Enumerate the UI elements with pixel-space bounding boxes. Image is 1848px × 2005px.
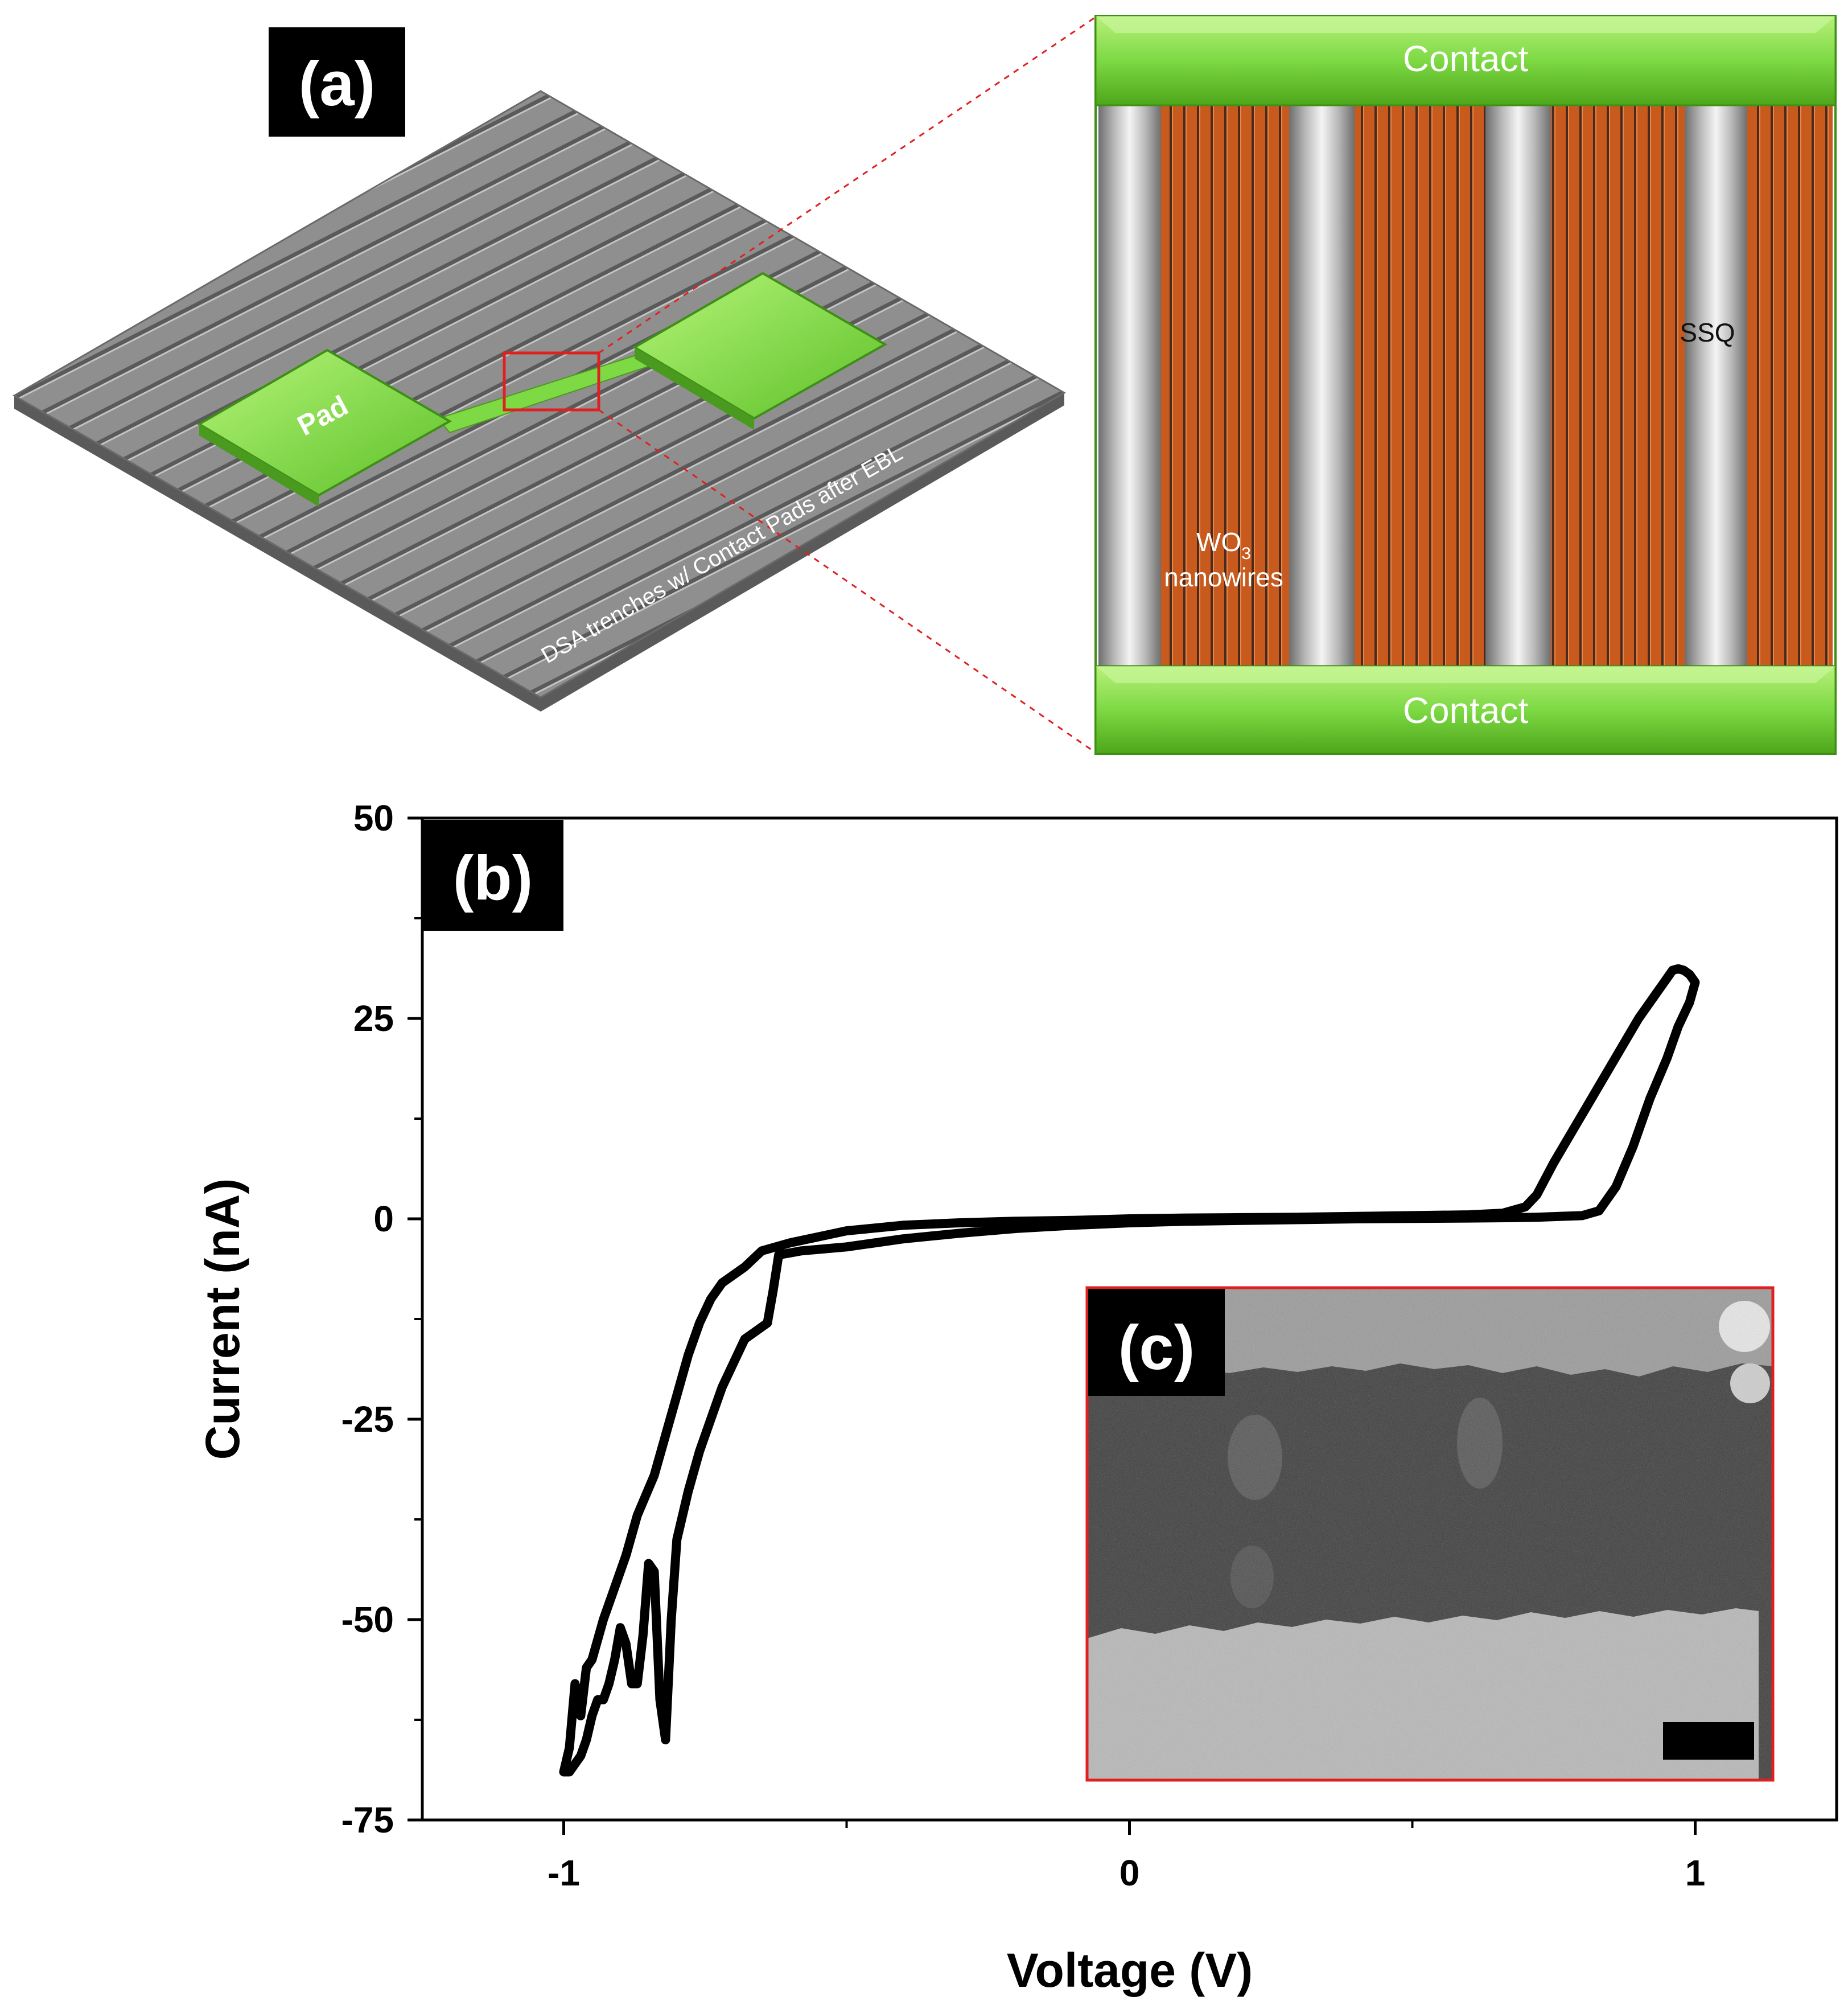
contact-bottom-label: Contact	[1403, 690, 1529, 731]
nanowire-band-4	[1747, 105, 1833, 666]
left-pad-edge	[199, 424, 319, 507]
x-tick-label: -1	[548, 1852, 580, 1893]
panel-a: Pad DSA trenches w/ Contact Pads after E…	[12, 16, 1096, 754]
panel-c-sem-inset: (c)	[1085, 1286, 1775, 1782]
y-tick-label: -50	[341, 1599, 394, 1640]
nanowire-band-3	[1551, 105, 1685, 666]
zoom-line-bottom	[598, 409, 1096, 754]
y-tick-label: -25	[341, 1399, 394, 1440]
panel-c-label: (c)	[1118, 1313, 1195, 1383]
wo3-line2: nanowires	[1164, 562, 1283, 592]
y-tick-label: 50	[353, 798, 394, 839]
right-pad-edge	[635, 347, 754, 430]
nanowire-band-2	[1355, 105, 1485, 666]
right-pad	[632, 272, 888, 420]
contact-bottom-bevel	[1096, 666, 1835, 683]
wo3-sub: 3	[1241, 544, 1251, 563]
contact-top-label: Contact	[1403, 38, 1529, 79]
x-axis-title: Voltage (V)	[1007, 1944, 1253, 1997]
panel-b-label: (b)	[453, 843, 533, 913]
ssq-stripe-4	[1685, 105, 1747, 666]
y-tick-label: -75	[341, 1799, 394, 1840]
wo3-label: WO3	[1196, 527, 1251, 563]
panel-a-label-box	[269, 27, 405, 137]
ssq-stripe-3	[1485, 105, 1551, 666]
x-tick-labels: -1 0 1	[548, 1852, 1705, 1893]
sem-frame	[1085, 1286, 1775, 1782]
y-ticks	[408, 816, 422, 1822]
iv-curve	[559, 964, 1700, 1777]
nanowire-band-1	[1161, 105, 1289, 666]
panel-a-label: (a)	[299, 49, 375, 119]
panel-b-label-box	[422, 820, 563, 931]
x-tick-label: 1	[1685, 1852, 1706, 1893]
zoom-line-top	[598, 16, 1096, 354]
highlight-box	[503, 351, 600, 412]
contact-top-bevel	[1096, 16, 1835, 33]
x-tick-label: 0	[1119, 1852, 1140, 1893]
ssq-stripe-1	[1098, 105, 1161, 666]
y-tick-label: 0	[373, 1198, 394, 1239]
panel-c-label-box	[1088, 1289, 1225, 1396]
ssq-label: SSQ	[1680, 318, 1735, 347]
y-tick-label: 25	[353, 998, 394, 1039]
scale-bar	[1663, 1722, 1754, 1760]
iv-chart: -1 0 1 -75 -50 -25 0 25 50 Voltage (V) Current …	[196, 798, 1838, 1997]
y-tick-labels: -75 -50 -25 0 25 50	[341, 798, 394, 1840]
left-pad	[197, 348, 452, 497]
x-ticks	[562, 1820, 1697, 1835]
zoom-schematic: Contact Contact WO3 nanowires SSQ	[1094, 15, 1837, 755]
wo3-main: WO	[1196, 527, 1241, 557]
ssq-stripe-2	[1289, 105, 1355, 666]
y-axis-title: Current (nA)	[196, 1178, 249, 1460]
